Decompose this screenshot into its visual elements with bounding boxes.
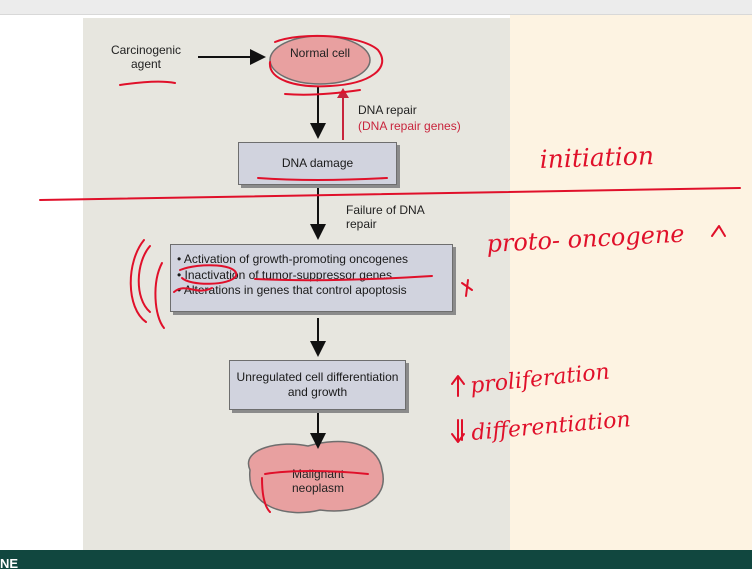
gene-change-item: • Activation of growth-promoting oncogen… [177,252,408,266]
dna-repair-label: DNA repair [358,103,417,117]
inactivation-circle [179,264,238,285]
gene-changes-box: • Activation of growth-promoting oncogen… [170,244,453,312]
unregulated-box: Unregulated cell differentiation and gro… [229,360,406,410]
gene-change-item: • Inactivation of tumor-suppressor genes [177,267,392,282]
normal-cell-label: Normal cell [289,46,350,60]
suppressor-underline [254,275,433,282]
malignant-neoplasm-shape [247,440,384,514]
damage-underline [257,177,388,181]
failure-of-dna-repair-label: Failure of DNA repair [346,203,425,231]
bracket-2 [129,239,147,323]
annotation-panel [510,15,752,550]
bottom-bar-text: NE [0,556,19,571]
proliferation-annotation: proliferation [469,359,611,398]
bracket-3 [154,262,165,329]
up-arrow-mark [451,375,465,397]
malignant-bracket [261,477,271,513]
dna-repair-genes-label: (DNA repair genes) [358,119,461,133]
alterations-squiggle [173,287,213,293]
malignant-underline [264,470,369,475]
bracket-1 [137,245,151,313]
top-toolbar [0,0,752,15]
initiation-line [39,187,741,201]
initiation-annotation: initiation [539,141,654,174]
plus-mark [461,279,473,297]
cell-circle [268,34,384,88]
proto-oncogene-annotation: proto- oncogene [486,220,685,258]
cell-underline [284,89,361,96]
bottom-bar [0,550,752,569]
gene-change-item: • Alterations in genes that control apop… [177,283,407,297]
caret-up-mark [711,225,726,237]
carcinogenic-agent-label: Carcinogenic agent [110,43,182,71]
agent-underline [119,80,176,86]
differentiation-annotation: differentiation [470,407,631,446]
down-arrow-mark [451,419,465,443]
